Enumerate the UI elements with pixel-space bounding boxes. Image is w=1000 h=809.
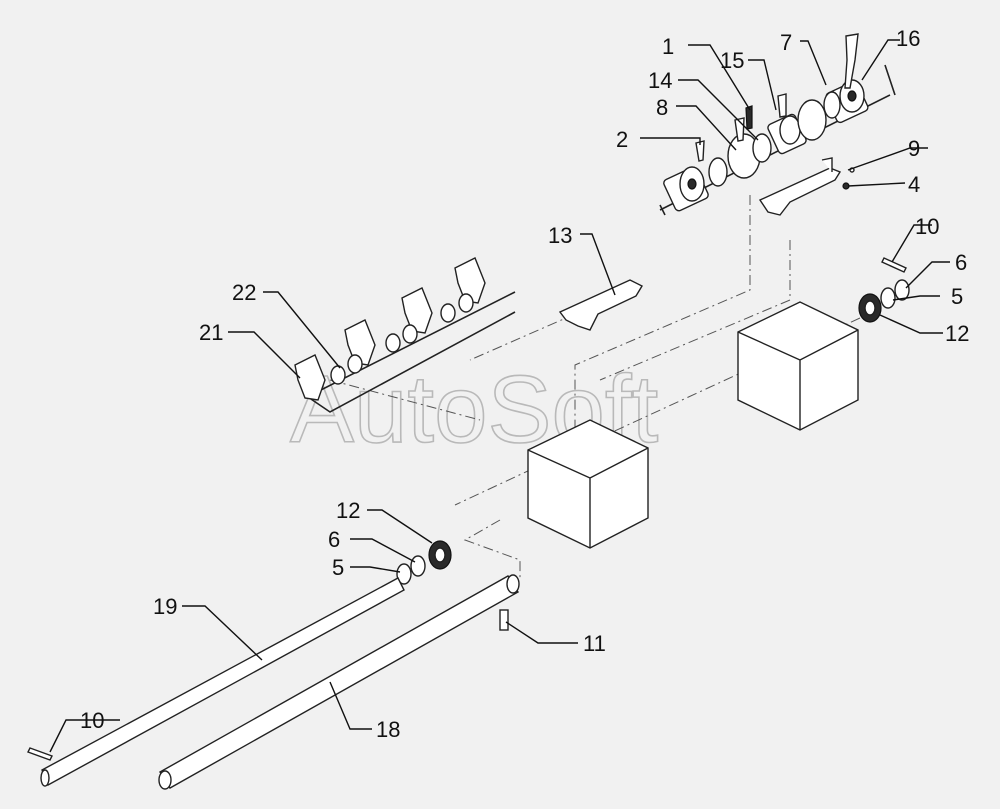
- roll-pin-11: [499, 609, 509, 631]
- spring-pin-1: [745, 105, 753, 130]
- callout-4: 4: [908, 172, 920, 197]
- callout-6-right: 6: [955, 250, 967, 275]
- ring-6-left: [410, 555, 426, 577]
- washer-14: [752, 133, 772, 163]
- callout-19: 19: [153, 594, 177, 619]
- callout-12-left: 12: [336, 498, 360, 523]
- callout-9: 9: [908, 136, 920, 161]
- washer-2: [708, 157, 728, 187]
- callout-6-left: 6: [328, 527, 340, 552]
- callout-5-left: 5: [332, 555, 344, 580]
- blade-21-d: [454, 257, 486, 304]
- callout-10-left: 10: [80, 708, 104, 733]
- callout-8: 8: [656, 95, 668, 120]
- housing-left: [527, 419, 649, 549]
- blade-21-c: [401, 287, 433, 334]
- bolt-16: [844, 33, 859, 89]
- bolt-15: [777, 93, 787, 118]
- rotor-hub-left: [663, 166, 709, 212]
- leader-lines: [49, 39, 950, 753]
- shaft-19: [40, 577, 405, 787]
- callout-2: 2: [616, 127, 628, 152]
- callout-15: 15: [720, 48, 744, 73]
- plate-9: [758, 157, 855, 216]
- housing-right: [737, 301, 859, 431]
- callout-11: 11: [583, 631, 606, 656]
- callout-16: 16: [896, 26, 920, 51]
- callout-1: 1: [662, 34, 674, 59]
- callout-21: 21: [199, 320, 223, 345]
- blade-21-a: [294, 354, 326, 401]
- pin-10-left: [27, 747, 53, 761]
- ring-5-right: [880, 287, 896, 309]
- blade-21-b: [344, 319, 376, 366]
- callout-22: 22: [232, 280, 256, 305]
- disc-7: [797, 99, 827, 141]
- ring-6-right: [894, 279, 910, 301]
- callout-18: 18: [376, 717, 400, 742]
- upper-rotor-assembly: [659, 33, 896, 216]
- bolt-2: [695, 140, 705, 162]
- washer-15: [823, 91, 841, 119]
- bearing-set-right: [858, 257, 910, 323]
- pin-10-right: [881, 257, 907, 273]
- callout-labels: 1 2 4 5 5 6 6 7 8 9 10 10 11 12 12 13 14…: [80, 26, 969, 742]
- callout-14: 14: [648, 68, 672, 93]
- tube-18: [158, 574, 520, 790]
- callout-7: 7: [780, 30, 792, 55]
- callout-5-right: 5: [951, 284, 963, 309]
- ring-5-left: [396, 563, 412, 585]
- plate-13: [558, 279, 643, 331]
- callout-13: 13: [548, 223, 572, 248]
- left-rotor-assembly: [294, 257, 516, 413]
- callout-12-right: 12: [945, 321, 969, 346]
- callout-10-right: 10: [915, 214, 939, 239]
